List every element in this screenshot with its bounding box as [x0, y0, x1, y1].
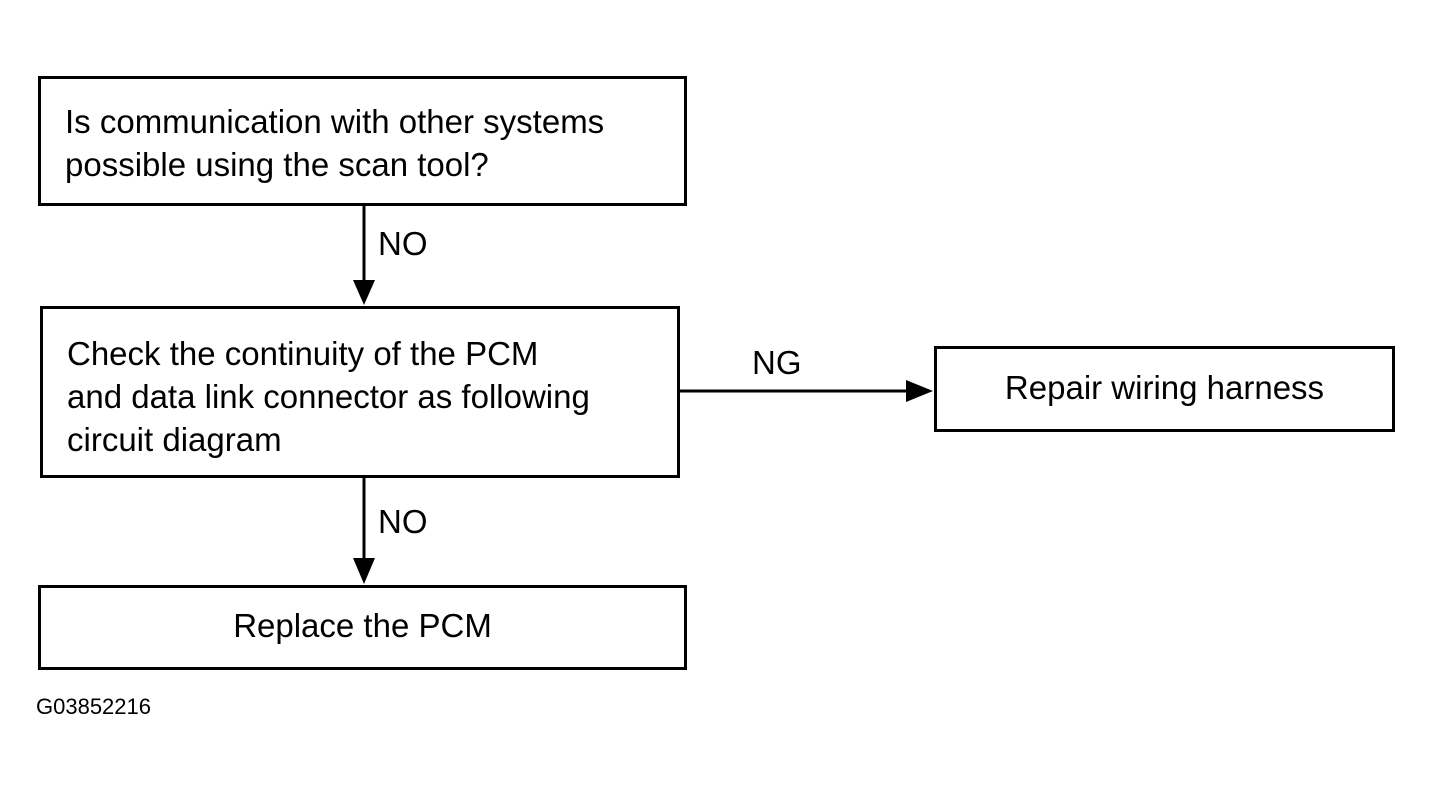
- check-line-1: Check the continuity of the PCM: [67, 335, 539, 372]
- question-node: Is communication with other systems poss…: [38, 76, 687, 206]
- replace-text: Replace the PCM: [233, 607, 492, 644]
- arrow-check-to-repair: [680, 380, 933, 402]
- figure-id: G03852216: [36, 694, 151, 719]
- edge-label-no-1: NO: [378, 225, 428, 262]
- replace-pcm-node: Replace the PCM: [38, 585, 687, 670]
- repair-text: Repair wiring harness: [1004, 368, 1325, 406]
- check-continuity-node: Check the continuity of the PCM and data…: [40, 306, 680, 478]
- edge-label-ng: NG: [752, 344, 802, 381]
- arrow-check-to-replace: [353, 478, 375, 584]
- check-line-3: circuit diagram: [67, 421, 282, 458]
- check-line-2: and data link connector as following: [67, 378, 590, 415]
- question-line-2: possible using the scan tool?: [65, 146, 489, 183]
- edge-label-no-2: NO: [378, 503, 428, 540]
- question-line-1: Is communication with other systems: [65, 103, 605, 140]
- repair-wiring-node: Repair wiring harness: [934, 346, 1395, 432]
- arrow-question-to-check: [353, 206, 375, 305]
